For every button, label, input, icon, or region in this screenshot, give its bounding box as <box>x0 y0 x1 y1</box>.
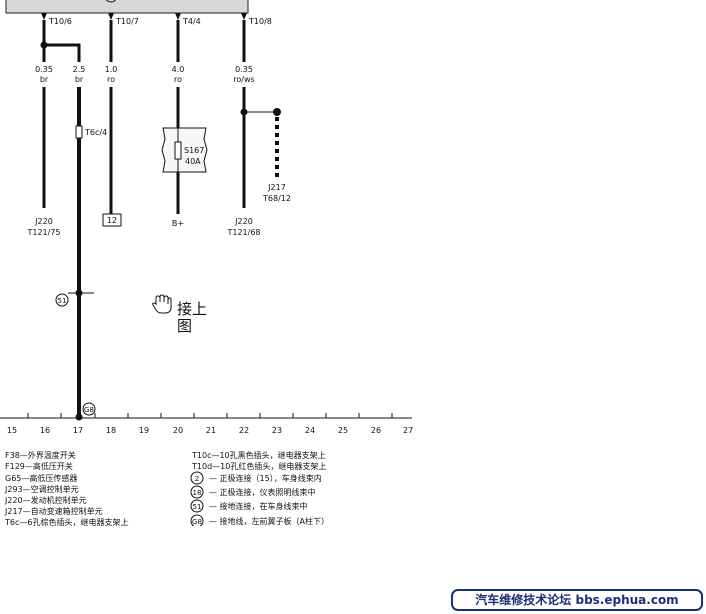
ruler-label: 25 <box>338 426 348 435</box>
color-1: br <box>40 75 49 84</box>
branch-end-dot <box>273 108 281 116</box>
color-2: br <box>75 75 84 84</box>
color-4: ro <box>174 75 182 84</box>
color-3: ro <box>107 75 115 84</box>
ruler-label: 22 <box>239 426 249 435</box>
legend-mark: 2 <box>195 475 199 483</box>
ruler-label: 26 <box>371 426 381 435</box>
dest-1-a: J220 <box>34 217 53 226</box>
ground-point-marker <box>55 293 69 307</box>
legend-mark-text: — 正极连接（15），车身线束内 <box>209 473 322 483</box>
legend-plug: T10d—10孔红色插头，继电器支架上 <box>191 461 326 471</box>
ruler-ticks <box>27 413 393 418</box>
dest-3-box <box>102 213 122 227</box>
top-component-box <box>5 0 249 14</box>
ground-label: G8 <box>84 406 94 414</box>
legend-mark: 18 <box>193 489 202 497</box>
legend-item: J217—自动变速箱控制单元 <box>4 506 103 516</box>
dest-4: B+ <box>172 219 184 228</box>
fuse-name: S167 <box>184 146 204 155</box>
legend-left: F38—外界温度开关 F129—高低压开关 G65—高低压传感器 J293—空调… <box>4 450 128 527</box>
continue-note-1: 接上 <box>177 300 207 318</box>
ruler-label: 27 <box>403 426 413 435</box>
ruler-label: 18 <box>106 426 116 435</box>
plug-label: T6c/4 <box>84 128 107 137</box>
branch-dest-b: T68/12 <box>262 194 291 203</box>
legend-mark: G8 <box>192 518 202 526</box>
legend-item: J293—空调控制单元 <box>4 484 79 494</box>
legend-plug: T10c—10孔黑色插头，继电器支架上 <box>191 450 326 460</box>
legend-mark-circle <box>190 471 204 485</box>
plug-symbol <box>75 125 83 139</box>
connector-pins <box>41 13 247 20</box>
branch-dest-a: J217 <box>267 183 286 192</box>
dest-5-b: T121/68 <box>226 228 260 237</box>
ground-dot <box>75 413 83 421</box>
legend-mark-text: — 接地连接，在车身线束中 <box>209 501 308 511</box>
gauge-3: 1.0 <box>105 65 118 74</box>
legend-mark-circle <box>190 485 204 499</box>
connector-id-5: T10/8 <box>248 17 272 26</box>
legend-mark-circle <box>190 499 204 513</box>
splice-dot <box>40 41 48 49</box>
ruler-label: 15 <box>7 426 17 435</box>
top-component-symbol <box>105 0 117 3</box>
fuse-symbol <box>174 141 182 160</box>
ruler-label: 17 <box>73 426 83 435</box>
gauge-5: 0.35 <box>235 65 253 74</box>
color-5: ro/ws <box>233 75 254 84</box>
legend-item: T6c—6孔棕色插头，继电器支架上 <box>4 517 128 527</box>
connector-id-1: T10/6 <box>48 17 72 26</box>
legend-right: T10c—10孔黑色插头，继电器支架上 T10d—10孔红色插头，继电器支架上 … <box>190 450 329 528</box>
ruler-label: 21 <box>206 426 216 435</box>
watermark-frame <box>451 589 703 611</box>
ground-point-label: 51 <box>58 297 67 305</box>
legend-crop-edge <box>0 526 412 540</box>
fuse-rating: 40A <box>185 157 201 166</box>
continue-note-2: 图 <box>177 317 192 335</box>
watermark-text: 汽车维修技术论坛 bbs.ephua.com <box>475 592 678 607</box>
splice-wire <box>44 43 81 62</box>
fuse-box <box>161 127 208 173</box>
legend-item: F38—外界温度开关 <box>5 450 76 460</box>
legend-mark: 51 <box>193 503 202 511</box>
legend-item: F129—高低压开关 <box>5 461 73 471</box>
ruler-label: 20 <box>173 426 183 435</box>
ground-point-dot <box>75 289 83 297</box>
ruler-label: 24 <box>305 426 315 435</box>
dest-5-a: J220 <box>234 217 253 226</box>
gauge-2: 2.5 <box>73 65 86 74</box>
gauge-1: 0.35 <box>35 65 53 74</box>
dest-1-b: T121/75 <box>26 228 60 237</box>
ruler-label: 16 <box>40 426 50 435</box>
gauge-4: 4.0 <box>172 65 185 74</box>
legend-mark-text: — 接地线，左前翼子板（A柱下） <box>209 516 329 526</box>
legend-item: J220—发动机控制单元 <box>4 495 87 505</box>
dest-3: 12 <box>107 216 117 225</box>
ground-marker <box>82 402 96 416</box>
connector-id-3: T10/7 <box>115 17 139 26</box>
legend-item: G65—高低压传感器 <box>5 473 77 483</box>
ruler-label: 23 <box>272 426 282 435</box>
hand-cursor-icon <box>152 294 172 314</box>
legend-mark-text: — 正极连接，仪表照明线束中 <box>209 487 316 497</box>
connector-id-4: T4/4 <box>182 17 201 26</box>
ruler-label: 19 <box>139 426 149 435</box>
